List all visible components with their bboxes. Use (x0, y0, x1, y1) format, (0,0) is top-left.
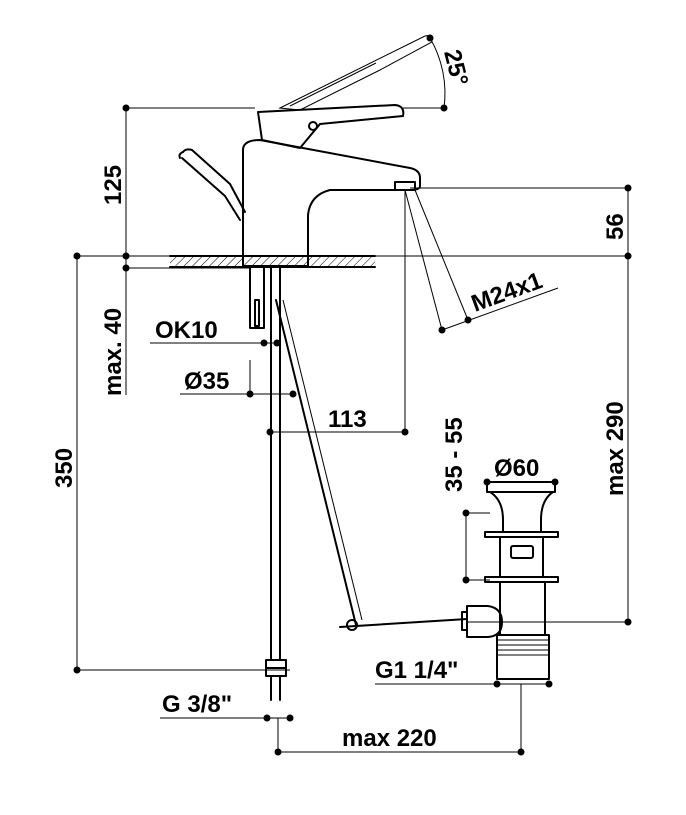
max-waste-offset-label: max 220 (342, 725, 437, 752)
dimension-dots (73, 34, 632, 756)
lever-angle-label: 25° (438, 47, 473, 89)
total-height-label: 350 (51, 448, 78, 488)
waste-diameter-label: Ø60 (494, 455, 539, 482)
body-base-diameter-label: Ø35 (184, 368, 229, 395)
spout-thread-label: M24x1 (468, 267, 546, 317)
faucet-body (242, 139, 421, 267)
supply-thread-label: G 3/8" (162, 691, 232, 718)
max-deck-thickness-label: max. 40 (100, 308, 127, 396)
supply-assembly (249, 265, 468, 701)
lever-height-label: 125 (100, 165, 127, 205)
tap-hole-label: OK10 (155, 317, 218, 344)
lever-handle (257, 104, 405, 149)
waste-thread-label: G1 1/4" (375, 657, 458, 684)
dimension-lines (75, 37, 629, 753)
spout-height-label: 56 (602, 213, 629, 240)
waste-adjust-range-label: 35 - 55 (441, 417, 468, 492)
waste-assembly (461, 481, 559, 680)
lever-raised-outline (278, 35, 433, 111)
pop-up-rod (178, 148, 246, 221)
spout-reach-label: 113 (328, 406, 367, 433)
max-waste-depth-label: max 290 (602, 401, 629, 496)
